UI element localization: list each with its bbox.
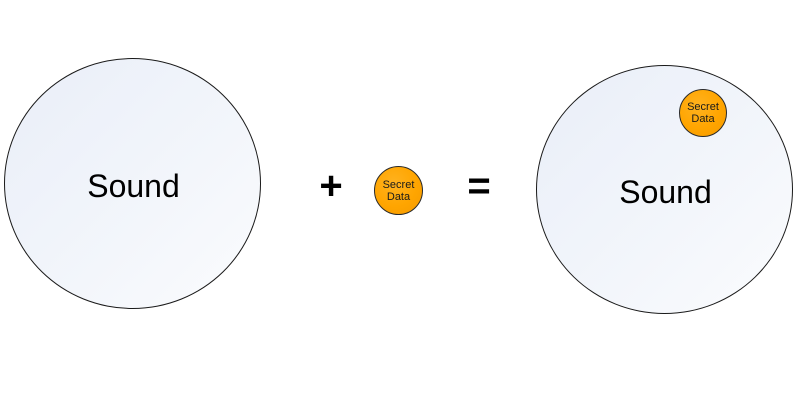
equals-operator: = bbox=[467, 164, 491, 208]
sound-label-output: Sound bbox=[619, 174, 712, 210]
secret-data-circle: Secret Data bbox=[374, 166, 423, 215]
embedded-secret-data-circle: Secret Data bbox=[679, 89, 727, 137]
embedded-secret-line2: Data bbox=[691, 113, 715, 125]
sound-circle-input: Sound bbox=[4, 58, 261, 309]
secret-data-line2: Data bbox=[386, 190, 411, 203]
embedded-secret-line1: Secret bbox=[687, 101, 719, 113]
sound-label-input: Sound bbox=[87, 168, 180, 204]
sound-circle-output: Sound Secret Data bbox=[536, 65, 793, 314]
secret-data-line1: Secret bbox=[382, 178, 415, 191]
plus-operator: + bbox=[319, 164, 343, 208]
